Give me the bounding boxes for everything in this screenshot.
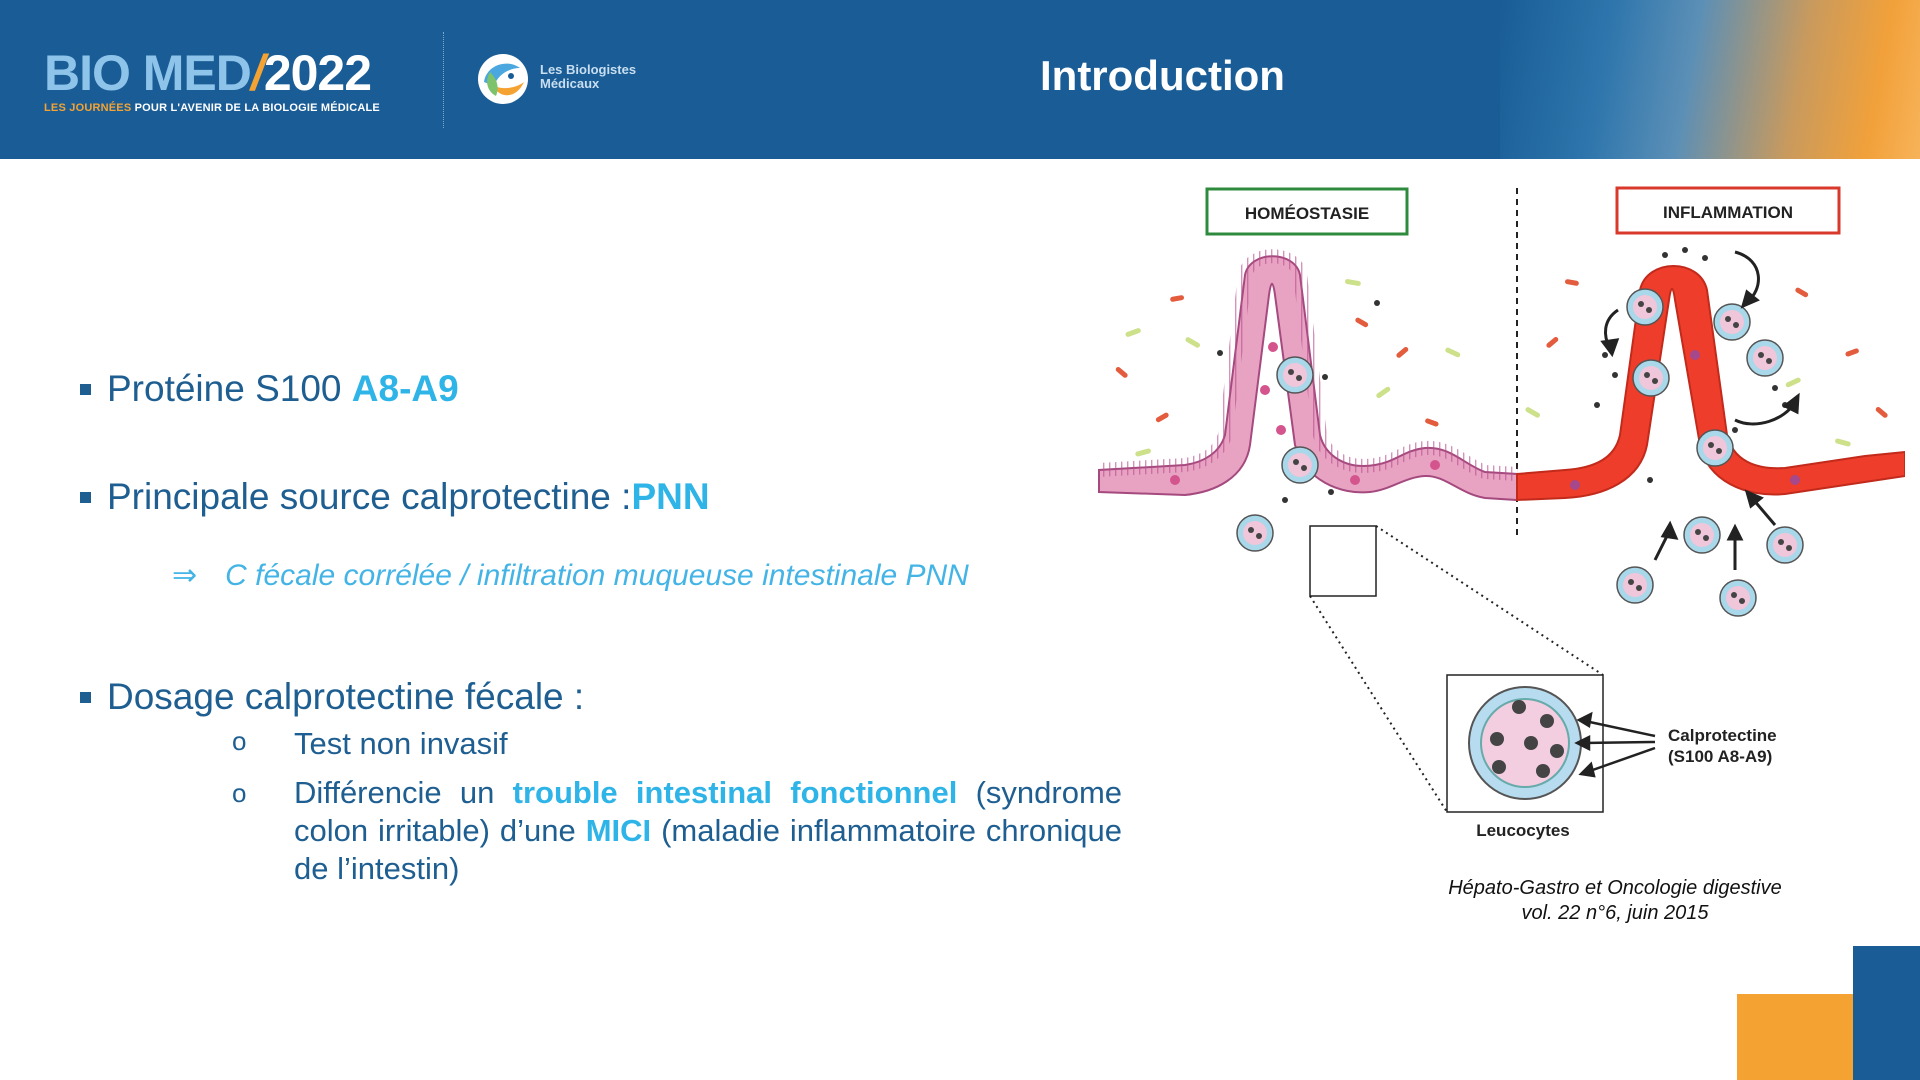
biomed-tagline: LES JOURNÉES POUR L'AVENIR DE LA BIOLOGI…: [44, 102, 380, 114]
sub-bullet-marker: o: [232, 778, 247, 808]
migration-arrows: [1600, 250, 1800, 570]
leucocytes: [1236, 288, 1804, 617]
calprotectine-pointer: [1574, 711, 1656, 778]
logo-divider: [443, 32, 444, 128]
leucocytes-label: Leucocytes: [1476, 821, 1570, 840]
sub-item-test: o Test non invasif: [232, 726, 508, 761]
zoom-source-box: [1309, 525, 1377, 597]
leucocyte-detail: [1468, 686, 1582, 800]
sub-item-differentiates: o Différencie un trouble intestinal fonc…: [232, 775, 1123, 886]
calprotectine-sublabel: (S100 A8-A9): [1668, 747, 1772, 766]
bullet-dosage: Dosage calprotectine fécale :: [80, 676, 584, 718]
sub-bullet-marker: o: [232, 726, 247, 756]
biomed-logo: BIO MED/2022: [44, 45, 372, 101]
bullet-square-icon: [80, 691, 91, 703]
header-photo: [1500, 0, 1920, 159]
implies-arrow-icon: ⇒: [172, 559, 198, 592]
slide-header: BIO MED/2022 LES JOURNÉES POUR L'AVENIR …: [0, 0, 1920, 159]
figure-caption: Hépato-Gastro et Oncologie digestive vol…: [1448, 877, 1782, 924]
bullet-protein: Protéine S100 A8-A9: [80, 368, 459, 410]
homeostasie-label: HOMÉOSTASIE: [1245, 204, 1369, 223]
biologistes-logo-icon: [478, 54, 528, 104]
inflammation-label: INFLAMMATION: [1663, 203, 1793, 222]
bullet-square-icon: [80, 491, 91, 503]
calprotectine-diagram: HOMÉOSTASIE INFLAMMATION: [1098, 186, 1905, 840]
biologistes-name: Les Biologistes Médicaux: [540, 62, 637, 91]
bullet-square-icon: [80, 383, 91, 395]
bacteria: [1115, 279, 1888, 457]
implication-line: ⇒C fécale corrélée / infiltration muqueu…: [172, 559, 969, 592]
bullet-source: Principale source calprotectine : PNN: [80, 476, 710, 518]
slide-title: Introduction: [1040, 52, 1285, 99]
inflammation-box: [1615, 186, 1841, 235]
homeostasie-box: [1205, 187, 1409, 236]
calprotectine-label: Calprotectine: [1668, 726, 1777, 745]
corner-decoration-blue: [1853, 946, 1920, 1080]
corner-decoration-orange: [1737, 994, 1853, 1080]
